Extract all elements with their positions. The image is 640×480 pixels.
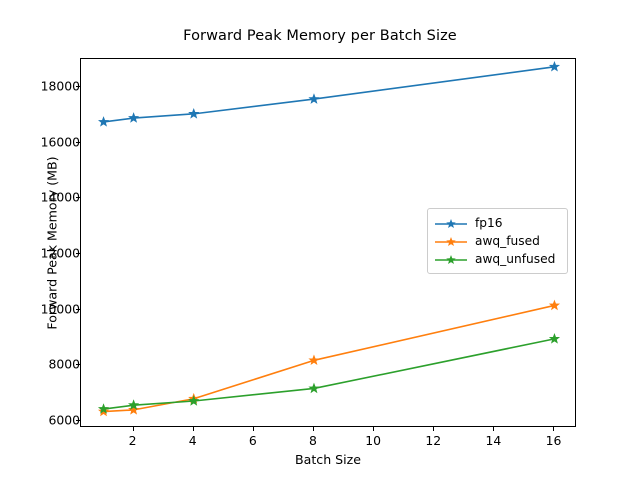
x-tick-label: 16 [545,433,562,448]
y-axis-tick-marks [76,0,82,480]
x-tick-label: 2 [128,433,137,448]
y-tick-label: 14000 [40,189,80,205]
chart-title: Forward Peak Memory per Batch Size [183,28,457,44]
legend-item-fp16[interactable]: fp16 [434,214,561,232]
y-tick-mark [76,85,80,87]
data-point-marker [128,399,140,410]
x-tick-label: 14 [485,433,502,448]
x-tick-mark [493,427,495,431]
x-tick-mark [433,427,435,431]
x-tick-label: 12 [425,433,442,448]
legend-line-marker-icon [434,234,468,248]
data-point-marker [188,108,200,119]
y-tick-label: 16000 [40,134,80,150]
y-tick-mark [76,252,80,254]
series-line [102,338,556,410]
y-axis-tick-labels: 6000 8000 10000 12000 14000 16000 18000 [10,0,80,480]
x-tick-mark [373,427,375,431]
y-tick-mark [76,197,80,199]
legend-item-awq_unfused[interactable]: awq_unfused [434,250,561,268]
y-tick-label: 18000 [40,78,80,94]
y-tick-mark [76,141,80,143]
x-tick-label: 10 [365,433,381,448]
data-point-marker [308,354,320,366]
data-point-marker [128,112,140,123]
y-tick-label: 12000 [40,245,80,261]
series-fp16 [97,60,561,127]
plot-svg [97,60,561,417]
x-tick-mark [252,427,254,431]
legend-label: awq_unfused [475,252,556,266]
x-tick-label: 4 [188,433,197,448]
legend-line-marker-icon [434,252,468,266]
series-line [102,66,556,123]
x-tick-mark [132,427,134,431]
y-tick-mark [76,308,80,310]
data-point-marker [548,299,561,311]
x-tick-mark [553,427,555,431]
data-point-marker [308,93,320,104]
series-awq_unfused [97,333,561,414]
data-point-marker [188,395,200,406]
series-line [102,304,556,413]
data-point-marker [308,382,320,394]
data-point-marker [97,116,110,127]
x-axis-label: Batch Size [294,452,362,467]
data-point-marker [128,404,140,415]
y-tick-mark [76,364,80,366]
legend-label: awq_fused [475,234,540,248]
y-tick-label: 10000 [40,301,80,317]
data-point-marker [97,403,110,414]
x-tick-mark [192,427,194,431]
data-point-marker [548,60,561,72]
legend-item-awq_fused[interactable]: awq_fused [434,232,561,250]
x-tick-label: 8 [309,433,317,448]
legend-line-marker-icon [434,216,468,230]
y-tick-label: 8000 [48,356,80,372]
x-axis-ticks: 2 4 6 8 10 12 14 16 [0,427,640,457]
x-tick-label: 6 [248,433,257,448]
series-awq_fused [97,299,561,417]
chart-legend[interactable]: fp16 awq_fused awq_unfused [427,208,568,274]
y-tick-label: 6000 [48,412,80,428]
y-tick-mark [76,420,80,422]
legend-label: fp16 [475,216,503,230]
data-point-marker [548,333,561,344]
x-tick-mark [312,427,314,431]
